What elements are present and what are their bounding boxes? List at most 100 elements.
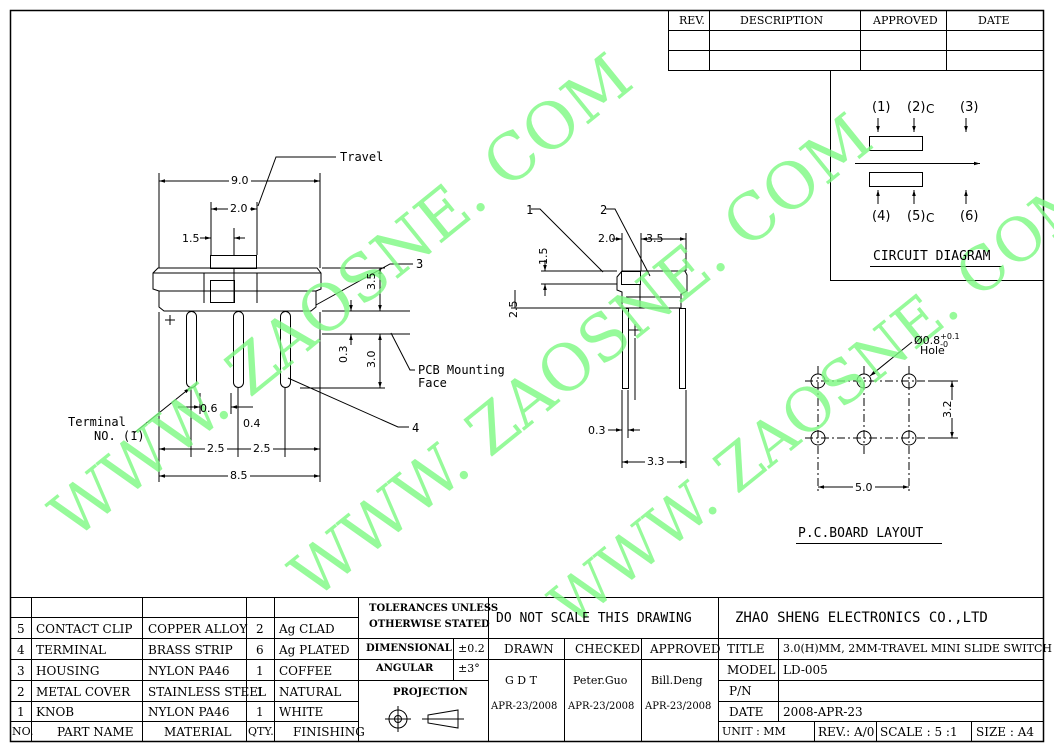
bom-no: 5: [17, 622, 25, 636]
bom-no: 4: [17, 643, 25, 657]
do-not-scale-notice: DO NOT SCALE THIS DRAWING: [496, 611, 692, 626]
bom-qty: 1: [256, 705, 264, 719]
side-view-lines: [511, 208, 688, 468]
dim-knob-width: 2.0: [598, 232, 616, 245]
circuit-pin-label: (1): [872, 100, 891, 115]
terminal-no-callout: NO. (1): [94, 429, 145, 443]
bom-finishing: WHITE: [279, 705, 324, 719]
bom-header-part: PART NAME: [57, 725, 134, 739]
pcb-layout-title: P.C.BOARD LAYOUT: [798, 526, 924, 541]
dim-pitch-a: 2.5: [205, 442, 227, 455]
circuit-diagram-title: CIRCUIT DIAGRAM: [873, 249, 991, 264]
approved-header: APPROVED: [873, 14, 938, 27]
dim-body-width: 3.5: [646, 232, 664, 245]
rev-label: REV.: A/0: [818, 725, 875, 739]
bom-material: STAINLESS STEEL: [148, 685, 266, 699]
dim-side-height: 2.5: [507, 300, 520, 319]
bom-no: 1: [17, 705, 25, 719]
dim-row-pitch: 3.2: [941, 400, 954, 418]
circuit-pin-label: (4): [872, 209, 891, 224]
revision-table-lines: [668, 10, 1044, 71]
circuit-diagram-lines: [830, 70, 1043, 281]
approved-date: APR-23/2008: [645, 701, 712, 712]
bom-finishing: Ag CLAD: [279, 622, 335, 636]
sheet-border: [9, 9, 1045, 743]
bom-header-no: NO.: [12, 725, 34, 738]
date-header: DATE: [978, 14, 1010, 27]
hole-size-label: Ø0.8+0.1-0: [914, 332, 960, 349]
date-value: 2008-APR-23: [783, 705, 863, 719]
title-value: 3.0(H)MM, 2MM-TRAVEL MINI SLIDE SWITCH: [783, 642, 1052, 655]
circuit-pin-label: (2): [907, 100, 926, 115]
pcb-face-callout: Face: [418, 376, 447, 390]
bom-part-name: KNOB: [36, 705, 75, 719]
rev-header: REV.: [679, 14, 705, 27]
travel-callout: Travel: [340, 150, 384, 164]
bom-finishing: NATURAL: [279, 685, 342, 699]
title-label: TITLE: [727, 642, 765, 656]
tolerance-title: TOLERANCES UNLESS: [369, 603, 499, 614]
bom-part-name: HOUSING: [36, 664, 100, 678]
dim-pin-length: 3.0: [365, 350, 378, 369]
bom-material: NYLON PA46: [148, 705, 230, 719]
dim-pin-span: 3.3: [645, 455, 667, 468]
bom-qty: 1: [256, 664, 264, 678]
common-label: C: [926, 102, 935, 116]
dim-standoff: 0.3: [337, 345, 350, 364]
bom-qty: 2: [256, 622, 264, 636]
approved-by: Bill.Deng: [651, 674, 703, 687]
unit-label: UNIT : MM: [722, 725, 786, 738]
bom-no: 2: [17, 685, 25, 699]
dim-pcb-span: 5.0: [853, 481, 875, 494]
dim-side-pin-thick: 0.3: [588, 424, 606, 437]
checked-label: CHECKED: [575, 642, 640, 656]
date-label: DATE: [729, 705, 764, 719]
pn-label: P/N: [729, 684, 752, 698]
dim-knob-height: 1.5: [537, 247, 550, 266]
bom-no: 3: [17, 664, 25, 678]
circuit-pin-label: (3): [960, 100, 979, 115]
dim-pin-width: 0.6: [200, 402, 218, 415]
dim-pin-thick: 0.4: [243, 417, 261, 430]
bom-part-name: METAL COVER: [36, 685, 131, 699]
bom-material: COPPER ALLOY: [148, 622, 248, 636]
drawn-date: APR-23/2008: [491, 701, 558, 712]
bom-part-name: TERMINAL: [36, 643, 106, 657]
company-name: ZHAO SHENG ELECTRONICS CO.,LTD: [735, 610, 988, 626]
bom-material: BRASS STRIP: [148, 643, 233, 657]
dim-overall: 8.5: [228, 469, 250, 482]
angular-label: ANGULAR: [376, 663, 434, 674]
description-header: DESCRIPTION: [740, 14, 824, 27]
bom-header-material: MATERIAL: [164, 725, 232, 739]
common-label: C: [926, 211, 935, 225]
bom-header-finishing: FINISHING: [293, 725, 365, 739]
bom-header-qty: QTY.: [248, 725, 274, 738]
dim-knob-offset: 1.5: [182, 232, 200, 245]
circuit-pin-label: (6): [960, 209, 979, 224]
bom-finishing: COFFEE: [279, 664, 333, 678]
part-4-callout: 4: [412, 421, 420, 435]
part-1-callout: 1: [526, 203, 534, 217]
bom-qty: 6: [256, 643, 264, 657]
projection-label: PROJECTION: [393, 687, 468, 698]
part-3-callout: 3: [416, 257, 424, 271]
part-2-callout: 2: [600, 203, 608, 217]
scale-label: SCALE : 5 :1: [880, 725, 958, 739]
dim-total-width: 9.0: [229, 174, 251, 187]
bottom-table-lines: [10, 597, 1043, 741]
tolerance-subtitle: OTHERWISE STATED: [369, 619, 490, 630]
dimensional-label: DIMENSIONAL: [366, 643, 452, 654]
terminal-callout: Terminal: [68, 415, 126, 429]
checked-date: APR-23/2008: [568, 701, 635, 712]
dim-pitch-b: 2.5: [251, 442, 273, 455]
circuit-pin-label: (5): [907, 209, 926, 224]
model-value: LD-005: [783, 663, 828, 677]
dimensional-value: ±0.2: [458, 642, 485, 655]
pcb-mounting-callout: PCB Mounting: [418, 363, 505, 377]
bom-qty: 1: [256, 685, 264, 699]
drawn-by: G D T: [505, 674, 537, 687]
bom-part-name: CONTACT CLIP: [36, 622, 133, 636]
drawn-label: DRAWN: [504, 642, 554, 656]
checked-by: Peter.Guo: [573, 674, 628, 687]
